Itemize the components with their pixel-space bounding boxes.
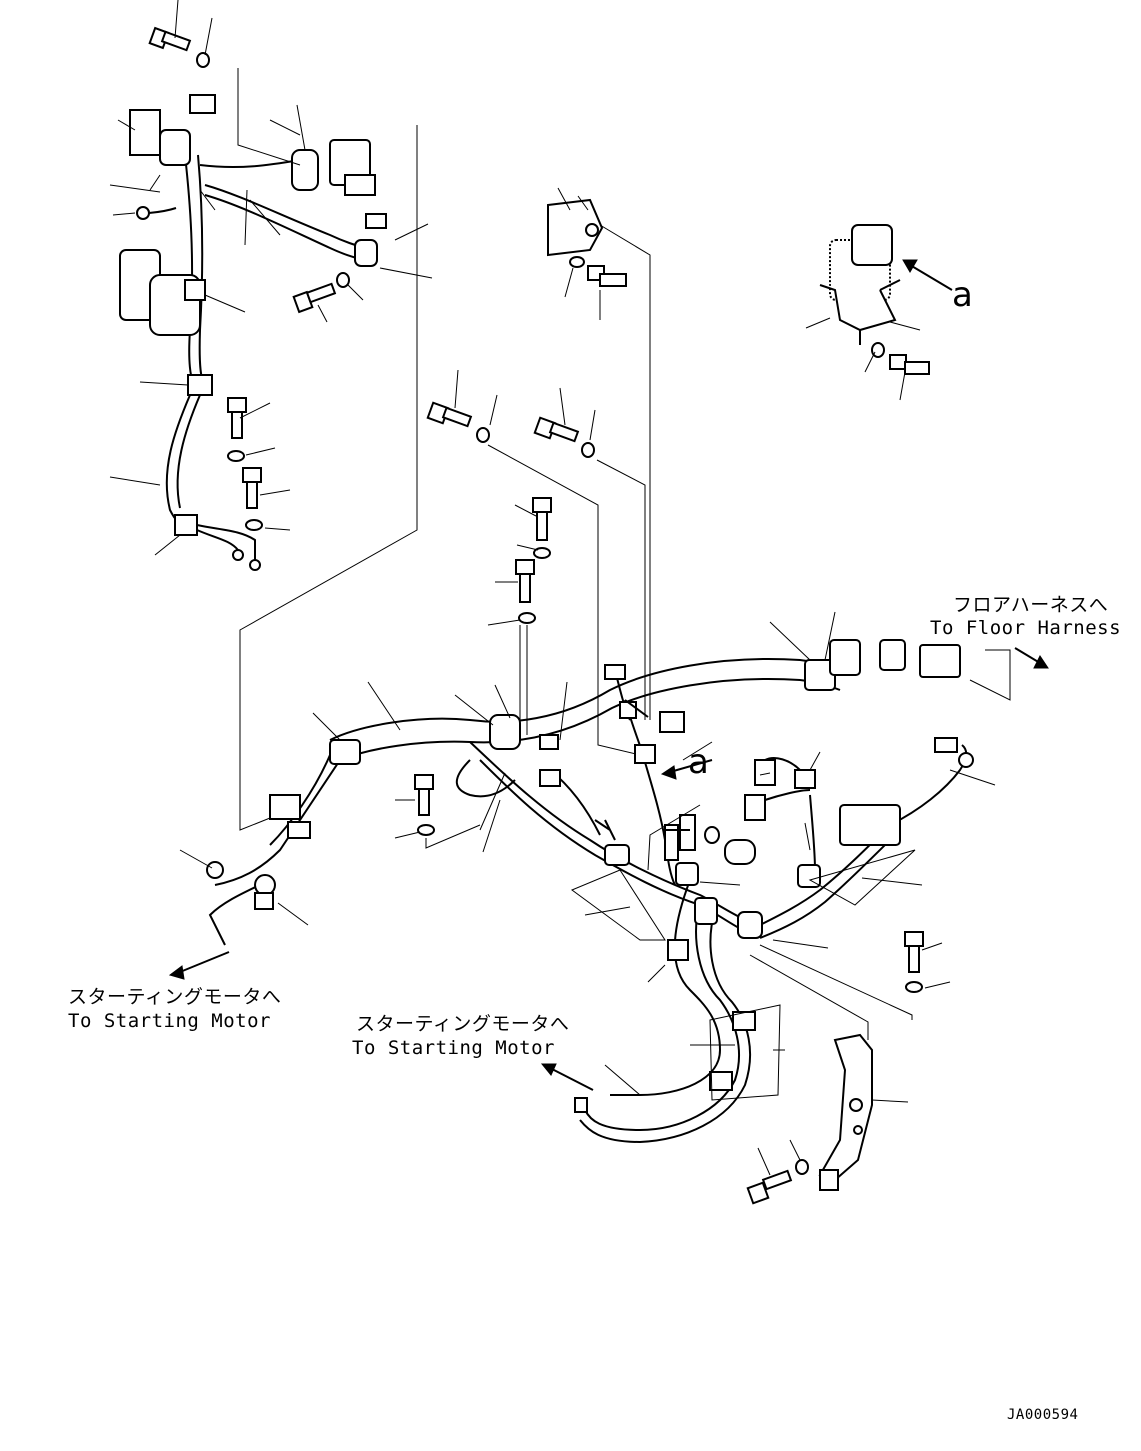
center-bracket-assembly <box>547 187 651 720</box>
washer <box>196 52 210 68</box>
upper-left-harness-assembly <box>109 0 433 571</box>
floor-harness-label-jp: フロアハーネスへ <box>953 594 1109 616</box>
view-a-label-mid: a <box>688 742 710 782</box>
bolt <box>148 26 192 52</box>
drawing-code: JA000594 <box>1007 1407 1079 1423</box>
main-wiring-harness <box>179 611 1011 1205</box>
starting-motor-left-label-jp: スターティングモータへ <box>68 986 282 1008</box>
starting-motor-center-label-jp: スターティングモータへ <box>356 1013 570 1035</box>
direction-arrows <box>168 647 1049 1091</box>
view-a-detail <box>805 224 953 401</box>
starting-motor-center-label-en: To Starting Motor <box>352 1037 555 1059</box>
view-a-label-top: a <box>952 275 974 315</box>
middle-bolts <box>394 369 951 993</box>
floor-harness-label-en: To Floor Harness <box>930 617 1122 639</box>
starting-motor-left-label-en: To Starting Motor <box>68 1010 271 1032</box>
